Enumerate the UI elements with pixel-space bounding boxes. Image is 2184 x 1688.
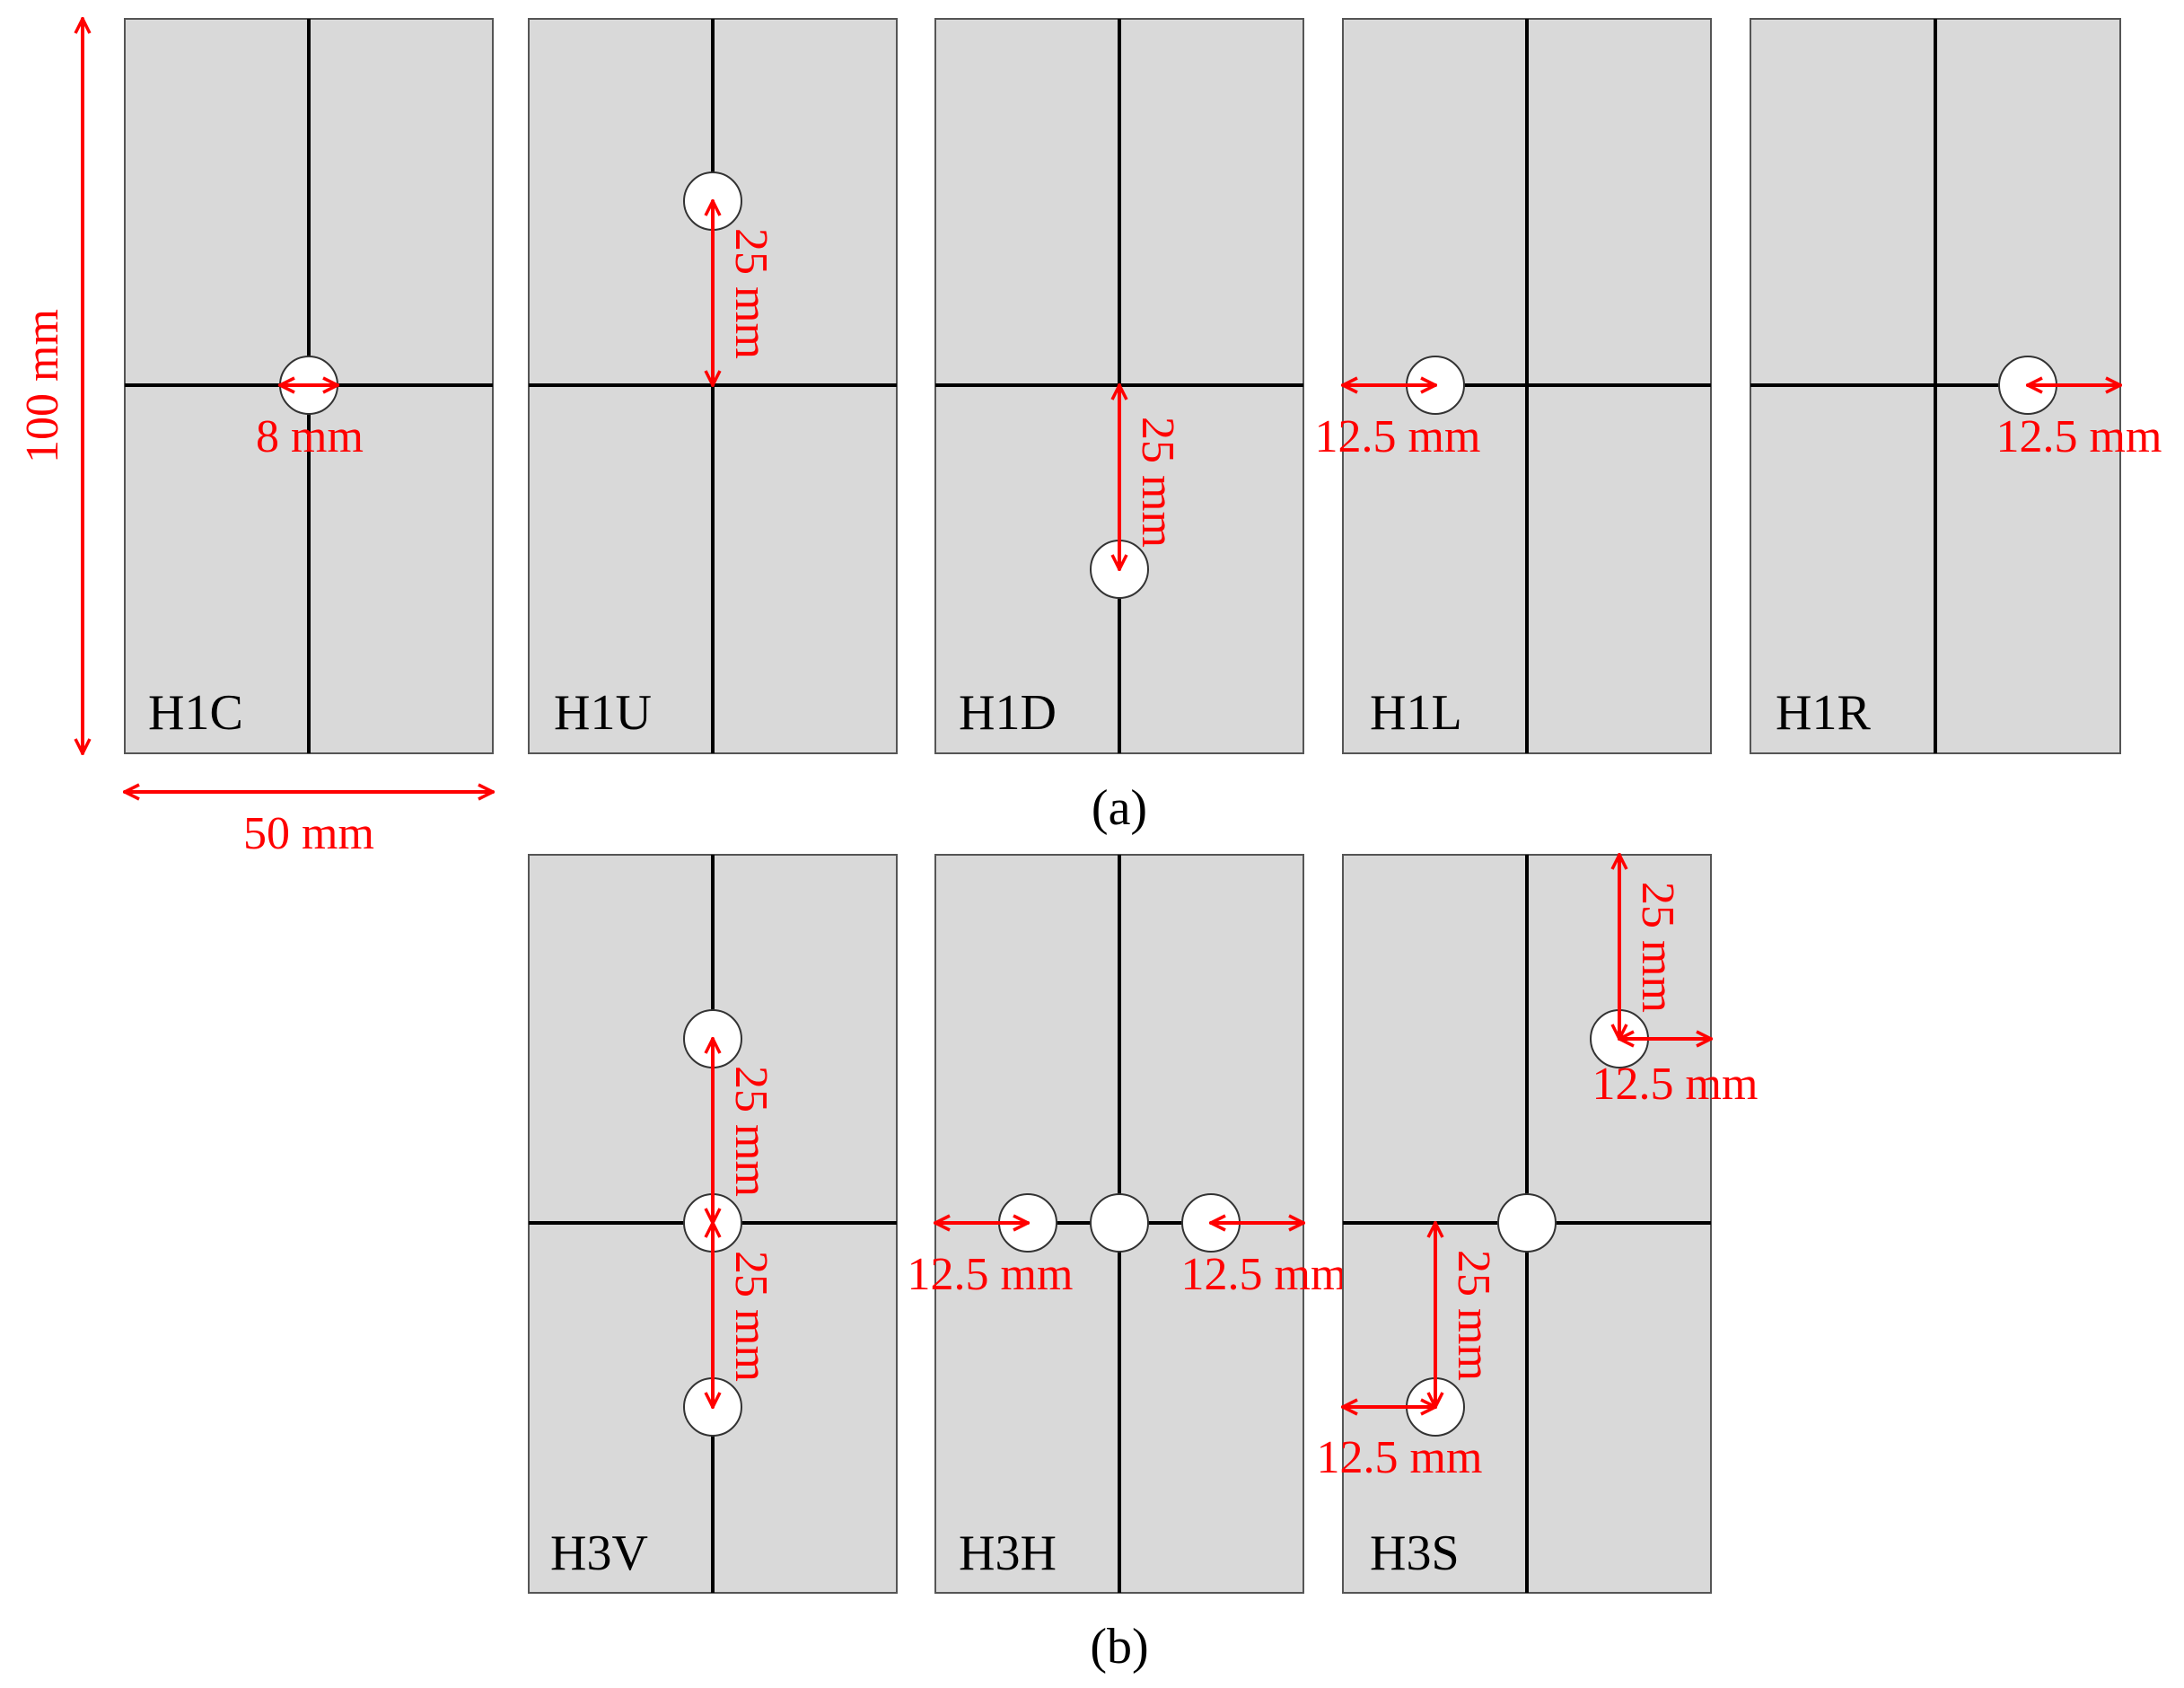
panel-h1r: 12.5 mm H1R — [1750, 18, 2162, 754]
panel-h3s-hole-center — [1497, 1193, 1557, 1253]
h1d-offset-label: 25 mm — [1132, 417, 1183, 548]
h3s-bottom-vertical-label: 25 mm — [1448, 1250, 1499, 1381]
panel-h1c-label: H1C — [148, 685, 243, 741]
panel-h1u: 25 mm H1U — [528, 18, 898, 754]
panel-h1l-label: H1L — [1370, 685, 1462, 741]
h3v-lower-label: 25 mm — [725, 1251, 776, 1382]
h1r-offset-label: 12.5 mm — [1996, 411, 2162, 462]
h1c-diameter-label: 8 mm — [256, 411, 364, 462]
panel-h3v-label: H3V — [550, 1525, 648, 1581]
h3s-bottom-horizontal-label: 12.5 mm — [1317, 1432, 1483, 1483]
panel-h3v: 25 mm 25 mm H3V — [528, 854, 898, 1594]
caption-a: (a) — [1092, 780, 1147, 836]
panel-h3h: 12.5 mm 12.5 mm H3H — [908, 854, 1347, 1594]
h3v-upper-label: 25 mm — [725, 1066, 776, 1197]
height-label: 100 mm — [17, 309, 68, 463]
panel-h1d-label: H1D — [959, 685, 1057, 741]
h3h-right-label: 12.5 mm — [1181, 1249, 1347, 1300]
panel-h1r-label: H1R — [1776, 685, 1871, 741]
h1l-offset-label: 12.5 mm — [1315, 411, 1481, 462]
panel-h3h-hole-center — [1090, 1193, 1149, 1253]
h1u-offset-label: 25 mm — [725, 228, 776, 359]
panel-h1d: 25 mm H1D — [934, 18, 1304, 754]
panel-h1c: 8 mm H1C — [124, 18, 494, 754]
panel-h1u-label: H1U — [554, 685, 652, 741]
h3s-top-vertical-label: 25 mm — [1632, 882, 1683, 1013]
panel-h3h-label: H3H — [959, 1525, 1057, 1581]
panel-h1l: 12.5 mm H1L — [1315, 18, 1712, 754]
h3s-top-horizontal-label: 12.5 mm — [1592, 1059, 1759, 1110]
panel-h3s: 25 mm 12.5 mm 25 mm 12.5 mm H3S — [1317, 853, 1759, 1594]
panel-h3s-label: H3S — [1370, 1525, 1460, 1581]
caption-b: (b) — [1090, 1619, 1148, 1675]
h3h-left-label: 12.5 mm — [908, 1249, 1074, 1300]
width-label: 50 mm — [243, 808, 374, 859]
